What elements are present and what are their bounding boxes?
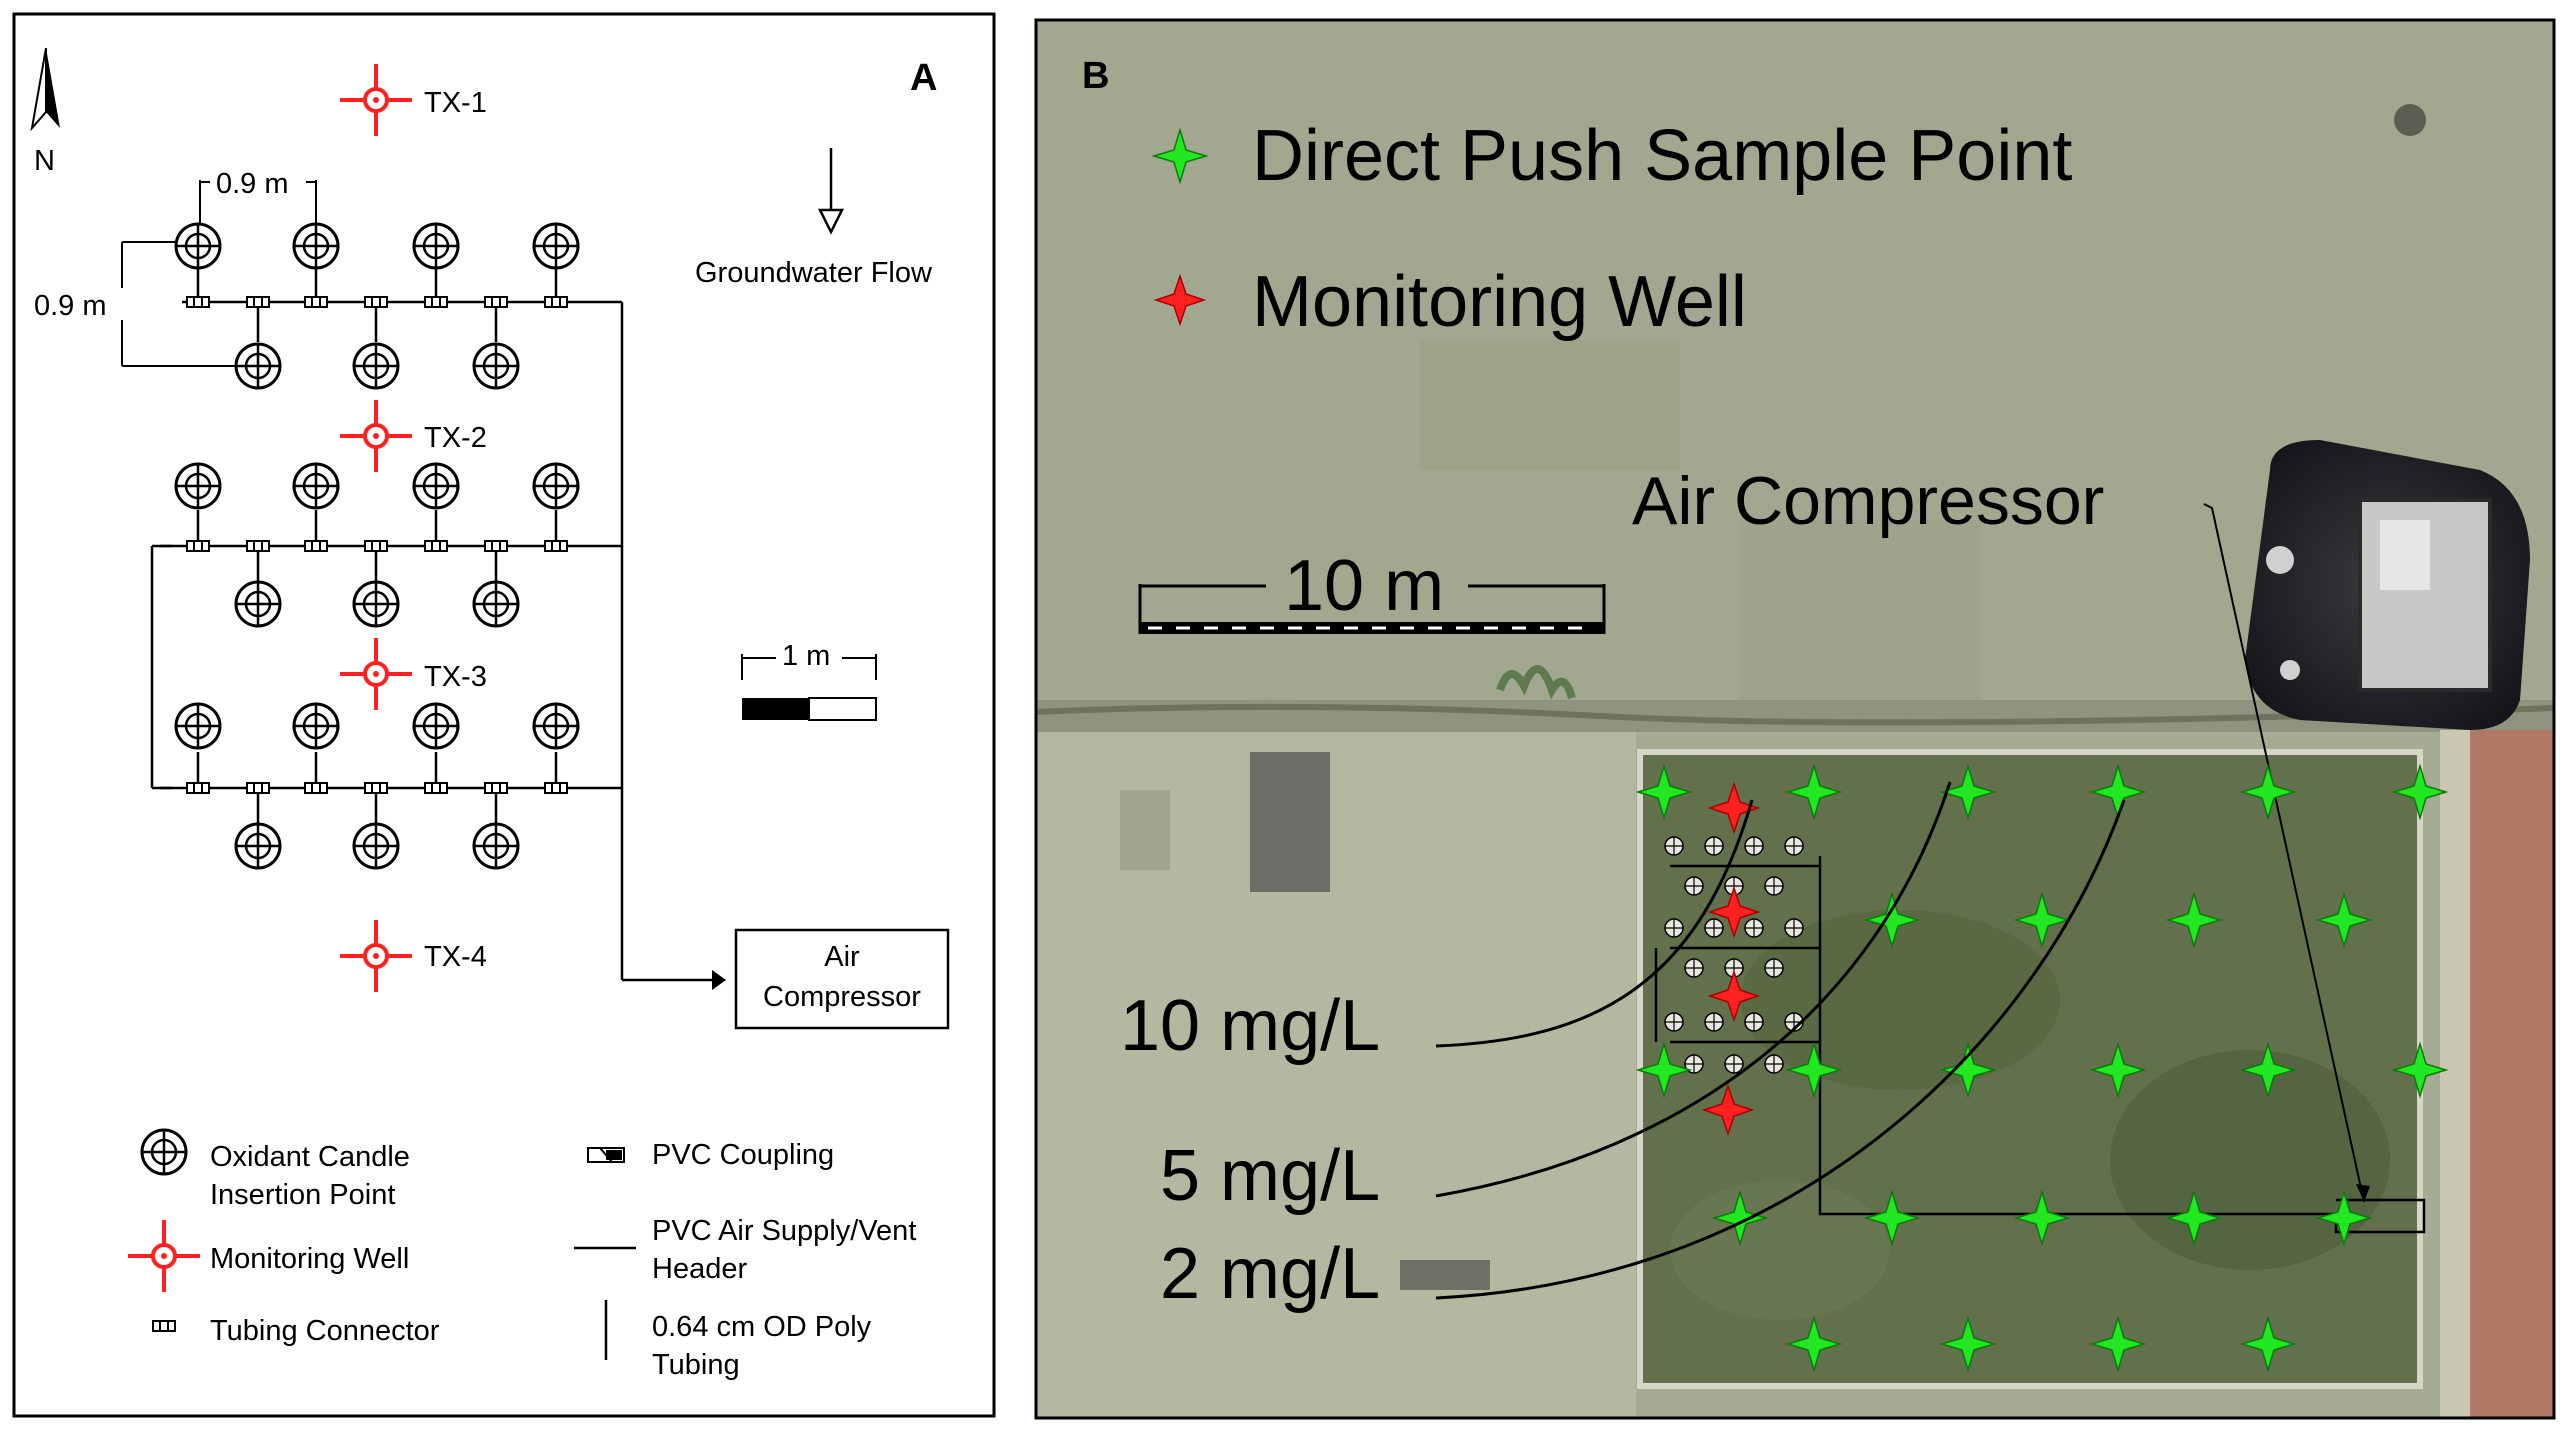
legend-direct-push-label: Direct Push Sample Point [1252,116,2072,196]
air-compressor-label: Air Compressor [1632,463,2104,539]
red-strip [2470,730,2554,1418]
legend-header-line2: Header [652,1253,747,1285]
well-label-tx1: TX-1 [424,87,487,119]
scale-a-label: 1 m [782,640,830,672]
scale-b-label: 10 m [1284,546,1444,626]
north-arrow-half-icon [30,47,47,132]
air-compressor-box [734,928,950,1030]
compressor-label-line1: Air [824,941,860,973]
legend-poly-line2: Tubing [652,1349,740,1381]
contour-2-label: 2 mg/L [1160,1234,1380,1314]
shed [1250,752,1330,892]
scale-a-black [742,698,809,720]
legend-monitoring-well-label: Monitoring Well [1252,262,1747,342]
panel-a: N A Groundwater Flow 0.9 m 0.9 m [12,12,996,1418]
legend-candle-line1: Oxidant Candle [210,1141,410,1173]
contour-5-label: 5 mg/L [1160,1136,1380,1216]
legend-header-line1: PVC Air Supply/Vent [652,1215,916,1247]
panel-b-frame [1034,18,2556,1420]
legend-tubing-connector-icon [152,1320,176,1332]
contour-10-label: 10 mg/L [1120,986,1380,1066]
panel-b-letter: B [1082,55,1109,97]
compressor-arrow-icon [712,970,726,990]
dim-horizontal-label: 0.9 m [216,168,289,200]
well-label-tx3: TX-3 [424,661,487,693]
panel-b: B Direct Push Sample Point Monitoring We… [1034,18,2556,1420]
contour-5-line [1435,781,1952,1198]
panel-a-legend: Oxidant Candle Insertion Point Monitorin… [126,1128,916,1381]
field-header-lines [1654,856,2426,1234]
legend-pvc-coupling-icon [587,1147,625,1163]
contour-2-line [1435,799,2126,1300]
legend-poly-line1: 0.64 cm OD Poly [652,1311,872,1343]
well-label-tx4: TX-4 [424,941,487,973]
legend-well-label: Monitoring Well [210,1243,409,1275]
well-label-tx2: TX-2 [424,422,487,454]
groundwater-flow-label: Groundwater Flow [695,257,933,289]
legend-pvc-coupling-label: PVC Coupling [652,1139,834,1171]
compressor-label-line2: Compressor [763,981,921,1013]
panel-a-letter: A [910,57,937,99]
flow-arrow-icon [817,208,845,235]
dim-vertical-label: 0.9 m [34,290,107,322]
air-compressor-leader-line [2203,503,2365,1203]
legend-candle-line2: Insertion Point [210,1179,395,1211]
scale-a-white [808,697,877,721]
contour-10-line [1435,799,1754,1048]
legend-tubing-connector-label: Tubing Connector [210,1315,440,1347]
legend-candle-icon [140,1128,188,1176]
north-label: N [34,145,55,177]
